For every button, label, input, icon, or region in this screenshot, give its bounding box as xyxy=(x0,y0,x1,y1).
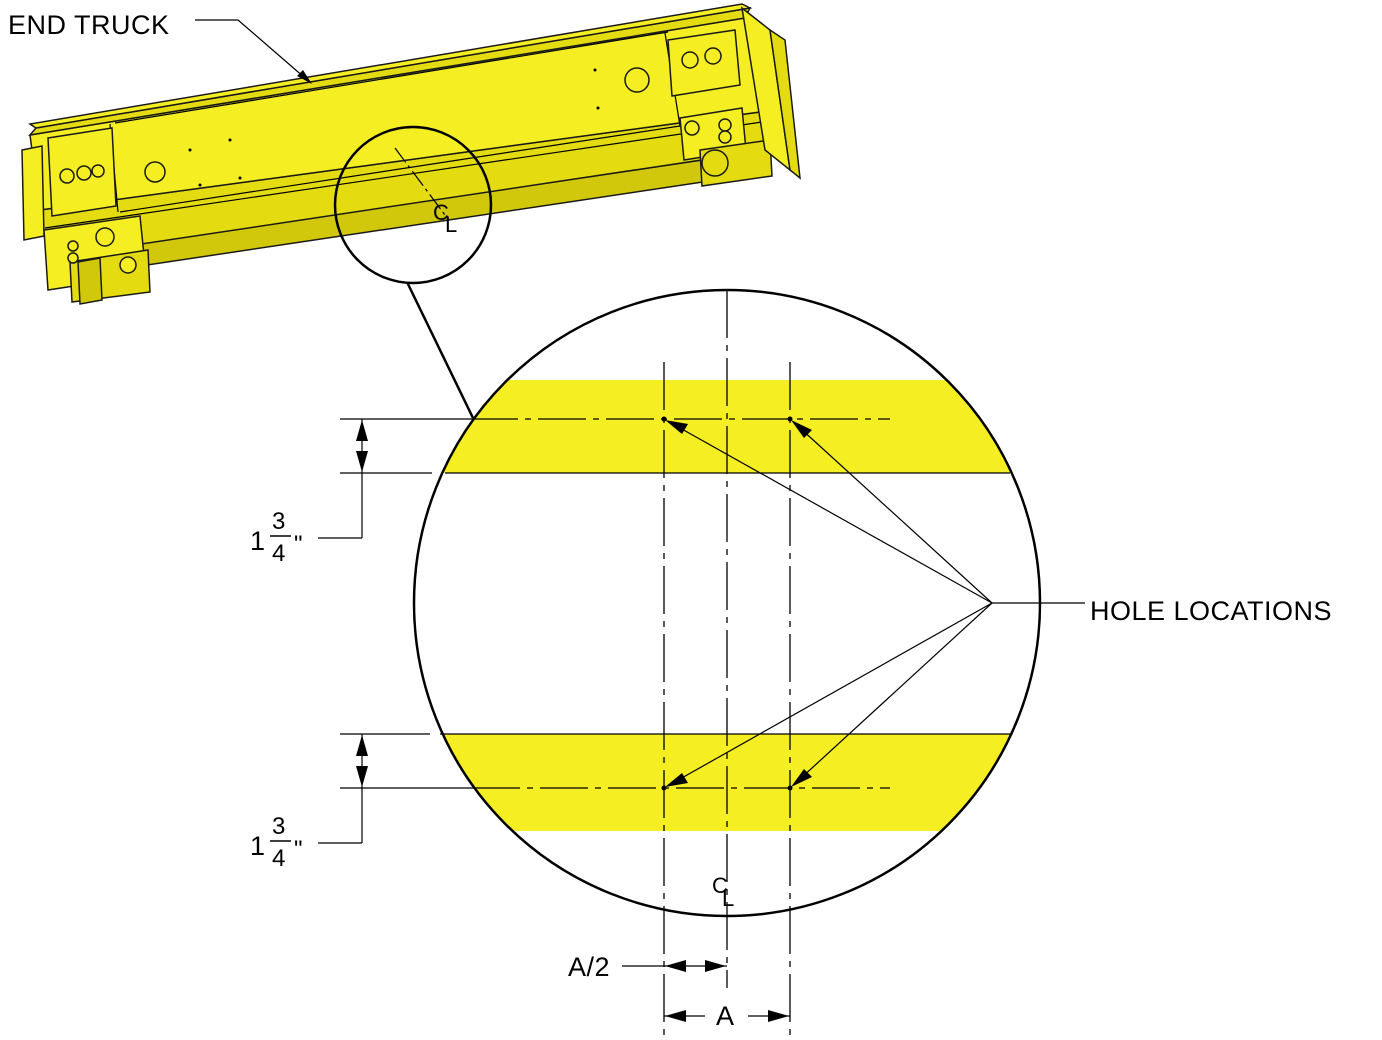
arrowhead xyxy=(791,769,812,787)
top-offset-unit: " xyxy=(294,531,303,558)
top-offset-numerator: 3 xyxy=(272,508,285,535)
centerline-icon: C L xyxy=(433,200,457,237)
full-dim-label: A xyxy=(716,1001,735,1031)
detail-beam-flanges xyxy=(414,380,1040,831)
hole-locations-label: HOLE LOCATIONS xyxy=(1090,596,1332,626)
top-offset-denominator: 4 xyxy=(272,540,285,567)
centerline-icon: C L xyxy=(712,873,734,911)
detail-connector-line xyxy=(405,281,475,419)
half-width-dimension: A/2 xyxy=(568,952,727,982)
end-truck-leader-arrowhead xyxy=(297,70,312,84)
detail-callout-circle xyxy=(333,125,493,285)
bottom-offset-dimension: 1 3 4 " xyxy=(250,733,472,872)
full-width-dimension: A xyxy=(664,1001,790,1031)
svg-text:C: C xyxy=(433,200,449,225)
end-truck-leader xyxy=(195,19,306,79)
svg-text:L: L xyxy=(445,212,457,237)
end-truck-label: END TRUCK xyxy=(8,10,170,40)
arrowhead xyxy=(791,420,812,438)
bottom-offset-denominator: 4 xyxy=(272,845,285,872)
bottom-offset-unit: " xyxy=(294,836,303,863)
hole-marker xyxy=(661,416,667,422)
detail-callout-centerline xyxy=(394,147,446,216)
half-dim-label: A/2 xyxy=(568,952,610,982)
arrowhead xyxy=(665,420,688,434)
svg-text:L: L xyxy=(722,886,734,911)
svg-text:C: C xyxy=(712,873,728,898)
top-offset-dimension: 1 3 4 " xyxy=(250,418,470,567)
arrowhead xyxy=(665,773,688,787)
hole-marker xyxy=(661,785,667,791)
top-offset-whole: 1 xyxy=(250,526,266,556)
bottom-offset-numerator: 3 xyxy=(272,813,285,840)
hole-location-leaders xyxy=(665,420,1085,787)
bottom-offset-whole: 1 xyxy=(250,831,266,861)
end-truck-model xyxy=(21,3,801,305)
